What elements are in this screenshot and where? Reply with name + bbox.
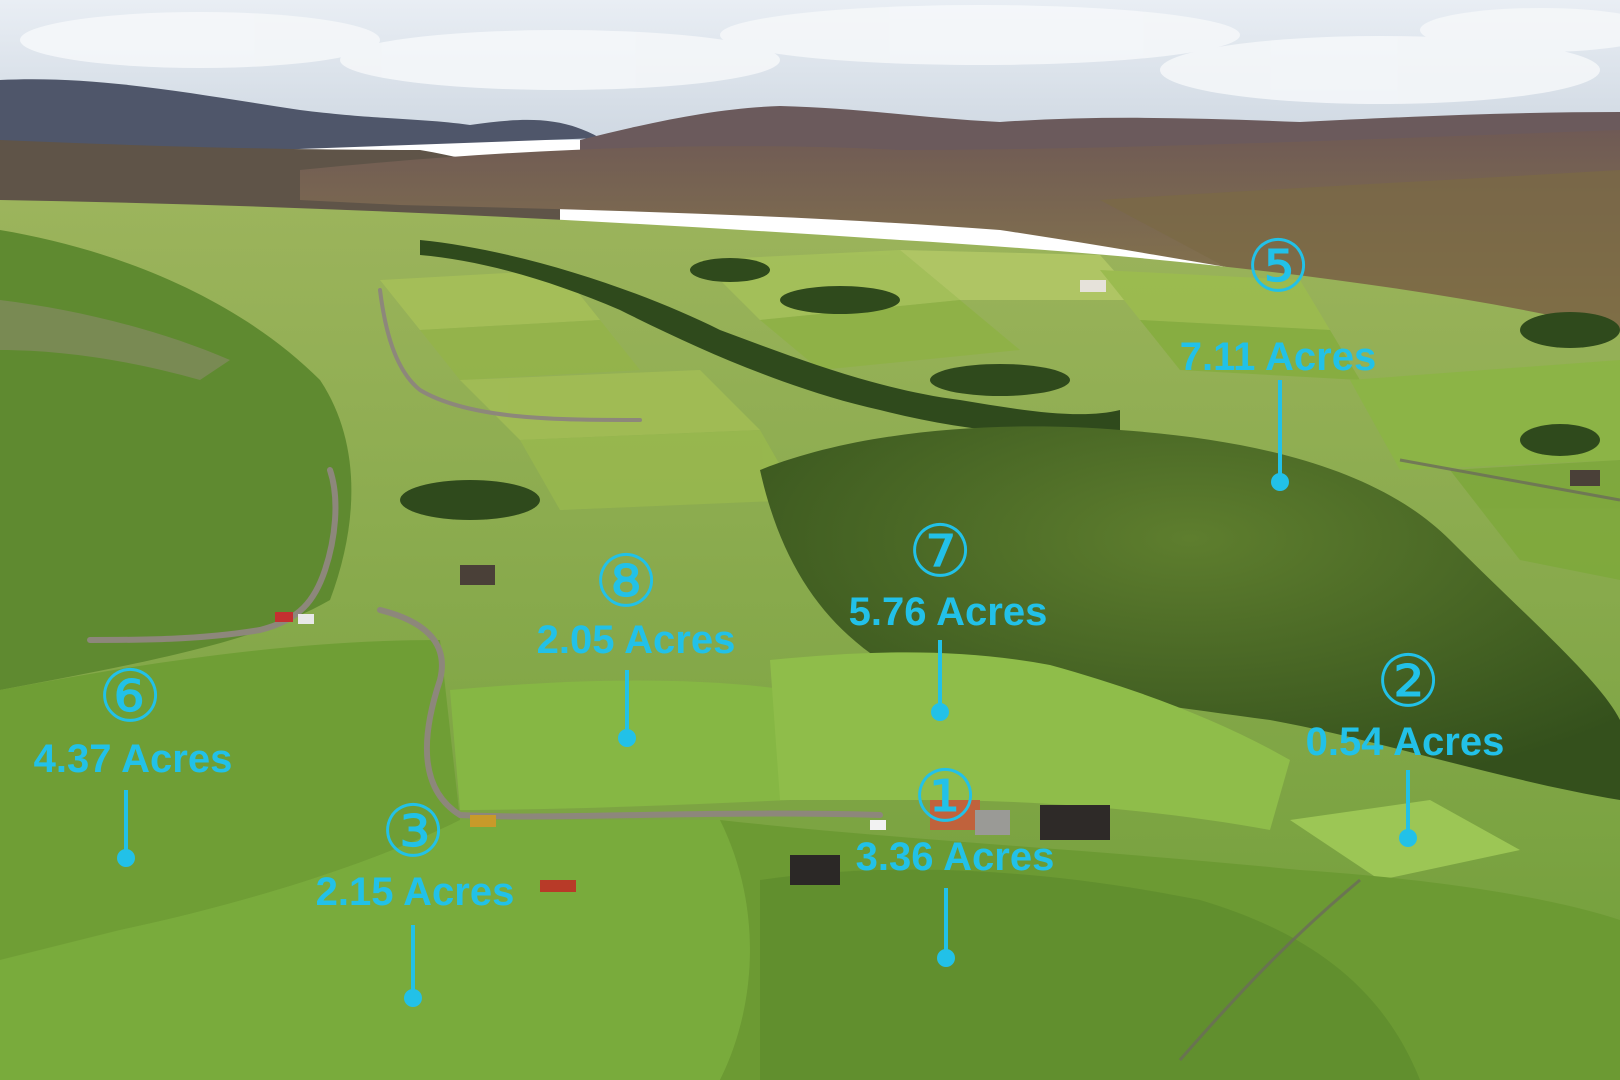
central-hill — [760, 426, 1620, 800]
right-moor-hills — [1100, 170, 1620, 340]
lot-1-leader-line — [944, 888, 948, 955]
lot-8-acreage-label: 2.05 Acres — [536, 618, 736, 662]
vehicles — [275, 612, 886, 892]
foreground-ridge-shadow — [760, 869, 1420, 1080]
lot-7-location-dot — [931, 703, 949, 721]
lot-5-acreage-label: 7.11 Acres — [1179, 335, 1377, 379]
lot-2-acreage-label: 0.54 Acres — [1305, 720, 1505, 764]
field-lot-8 — [450, 680, 790, 810]
lot-6-location-dot — [117, 849, 135, 867]
lot-3-number: ③ — [380, 789, 446, 873]
lot-8-location-dot — [618, 729, 636, 747]
lot-1-location-dot — [937, 949, 955, 967]
lot-2-leader-line — [1406, 770, 1410, 830]
lot-7-number: ⑦ — [907, 509, 973, 593]
field-lot-7 — [770, 652, 1290, 830]
foreground-left — [0, 640, 460, 960]
lot-8-leader-line — [625, 670, 629, 730]
lot-5-number: ⑤ — [1245, 224, 1311, 308]
far-mountains — [0, 79, 600, 160]
lot-1-acreage-label: 3.36 Acres — [855, 835, 1055, 879]
moorland — [300, 130, 1620, 330]
lot-3-leader-line — [411, 925, 415, 990]
lot-7-leader-line — [938, 640, 942, 705]
lot-8-number: ⑧ — [593, 539, 659, 623]
left-rock-ridge — [0, 300, 230, 380]
lot-5-location-dot — [1271, 473, 1289, 491]
stone-walls — [1178, 458, 1620, 1061]
roads — [87, 288, 883, 820]
tree-lines — [400, 240, 1620, 520]
lot-2-location-dot — [1399, 829, 1417, 847]
lot-2-number: ② — [1375, 639, 1441, 723]
lot-3-acreage-label: 2.15 Acres — [315, 870, 515, 914]
farm-buildings — [460, 280, 1600, 885]
lot-3-location-dot — [404, 989, 422, 1007]
lot-7-acreage-label: 5.76 Acres — [848, 590, 1048, 634]
clouds — [20, 5, 1620, 104]
lot-6-number: ⑥ — [97, 654, 163, 738]
lot-1-number: ① — [912, 754, 978, 838]
lot-5-leader-line — [1278, 380, 1282, 475]
lot-6-leader-line — [124, 790, 128, 850]
lot-6-acreage-label: 4.37 Acres — [33, 737, 233, 781]
